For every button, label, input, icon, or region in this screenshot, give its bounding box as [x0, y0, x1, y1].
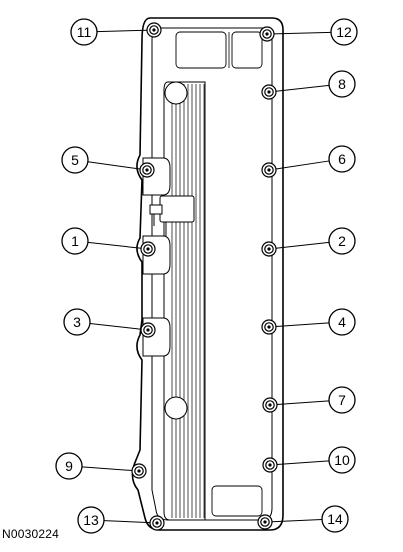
callout-14: 14 — [321, 505, 349, 533]
callout-leader — [273, 31, 332, 35]
callout-11: 11 — [70, 18, 98, 46]
callout-bubble — [63, 308, 91, 336]
callout-bubble — [328, 386, 356, 414]
callout-number: 9 — [65, 458, 73, 474]
callout-leader — [275, 84, 330, 92]
callout-10: 10 — [328, 446, 356, 474]
callout-number: 13 — [83, 512, 99, 528]
bolt-head — [146, 22, 162, 38]
bolt-head — [140, 322, 156, 338]
callout-leader — [271, 519, 323, 523]
callout-bubble — [321, 505, 349, 533]
callout-bubble — [328, 145, 356, 173]
pcv-valve — [149, 195, 195, 236]
callout-number: 6 — [338, 151, 346, 167]
callout-number: 4 — [338, 314, 346, 330]
cover-ribs — [171, 84, 205, 518]
callout-bubble — [328, 308, 356, 336]
bolt-head — [140, 241, 156, 257]
callout-bubble — [328, 446, 356, 474]
callout-number: 1 — [71, 233, 79, 249]
bolt-head — [257, 514, 273, 530]
callout-leader — [276, 400, 330, 406]
bolt-head — [261, 84, 277, 100]
callout-leader — [103, 520, 151, 524]
bolt-head — [139, 162, 155, 178]
baffle-outline — [163, 81, 206, 521]
callout-bubble — [328, 227, 356, 255]
callout-13: 13 — [77, 506, 105, 534]
figure-id: N0030224 — [2, 527, 59, 541]
boss-bottom — [164, 396, 188, 420]
bolt-head — [262, 397, 278, 413]
callout-bubble — [330, 18, 358, 46]
callout-number: 10 — [334, 452, 350, 468]
callout-6: 6 — [328, 145, 356, 173]
callout-leader — [87, 161, 141, 170]
callout-2: 2 — [328, 227, 356, 255]
callout-leader — [81, 466, 133, 472]
callout-9: 9 — [55, 452, 83, 480]
callout-leader — [89, 322, 142, 330]
callout-bubble — [328, 70, 356, 98]
bolt-head — [261, 319, 277, 335]
bolt-head — [261, 162, 277, 178]
callout-7: 7 — [328, 386, 356, 414]
callout-leader — [275, 322, 330, 328]
callout-number: 11 — [77, 24, 92, 40]
callout-number: 8 — [338, 76, 346, 92]
callout-leader — [275, 160, 330, 170]
bolt-head — [261, 241, 277, 257]
callout-leader — [87, 241, 142, 249]
callout-bubble — [77, 506, 105, 534]
callout-bubble — [70, 18, 98, 46]
callout-8: 8 — [328, 70, 356, 98]
callout-4: 4 — [328, 308, 356, 336]
top-recess-left — [175, 31, 227, 69]
callout-bubble — [61, 227, 89, 255]
bolt-head — [149, 515, 165, 531]
callout-number: 2 — [338, 233, 346, 249]
boss-top — [164, 81, 188, 105]
bolt-head — [131, 463, 147, 479]
callout-number: 12 — [336, 24, 352, 40]
callout-leaders — [81, 29, 332, 524]
bolt-head — [262, 457, 278, 473]
bottom-recess — [211, 485, 263, 517]
callout-leader — [96, 29, 148, 33]
callout-12: 12 — [330, 18, 358, 46]
callout-leader — [275, 241, 330, 249]
callout-5: 5 — [61, 146, 89, 174]
callout-number: 5 — [71, 152, 79, 168]
callout-3: 3 — [63, 308, 91, 336]
callout-number: 14 — [327, 511, 343, 527]
callout-1: 1 — [61, 227, 89, 255]
callout-bubble — [55, 452, 83, 480]
callout-number: 3 — [73, 314, 81, 330]
callout-number: 7 — [338, 392, 346, 408]
bolt-head — [259, 26, 275, 42]
bolt-layer — [131, 22, 278, 531]
top-recess-right — [231, 31, 263, 69]
callout-leader — [276, 460, 330, 466]
callout-bubble — [61, 146, 89, 174]
